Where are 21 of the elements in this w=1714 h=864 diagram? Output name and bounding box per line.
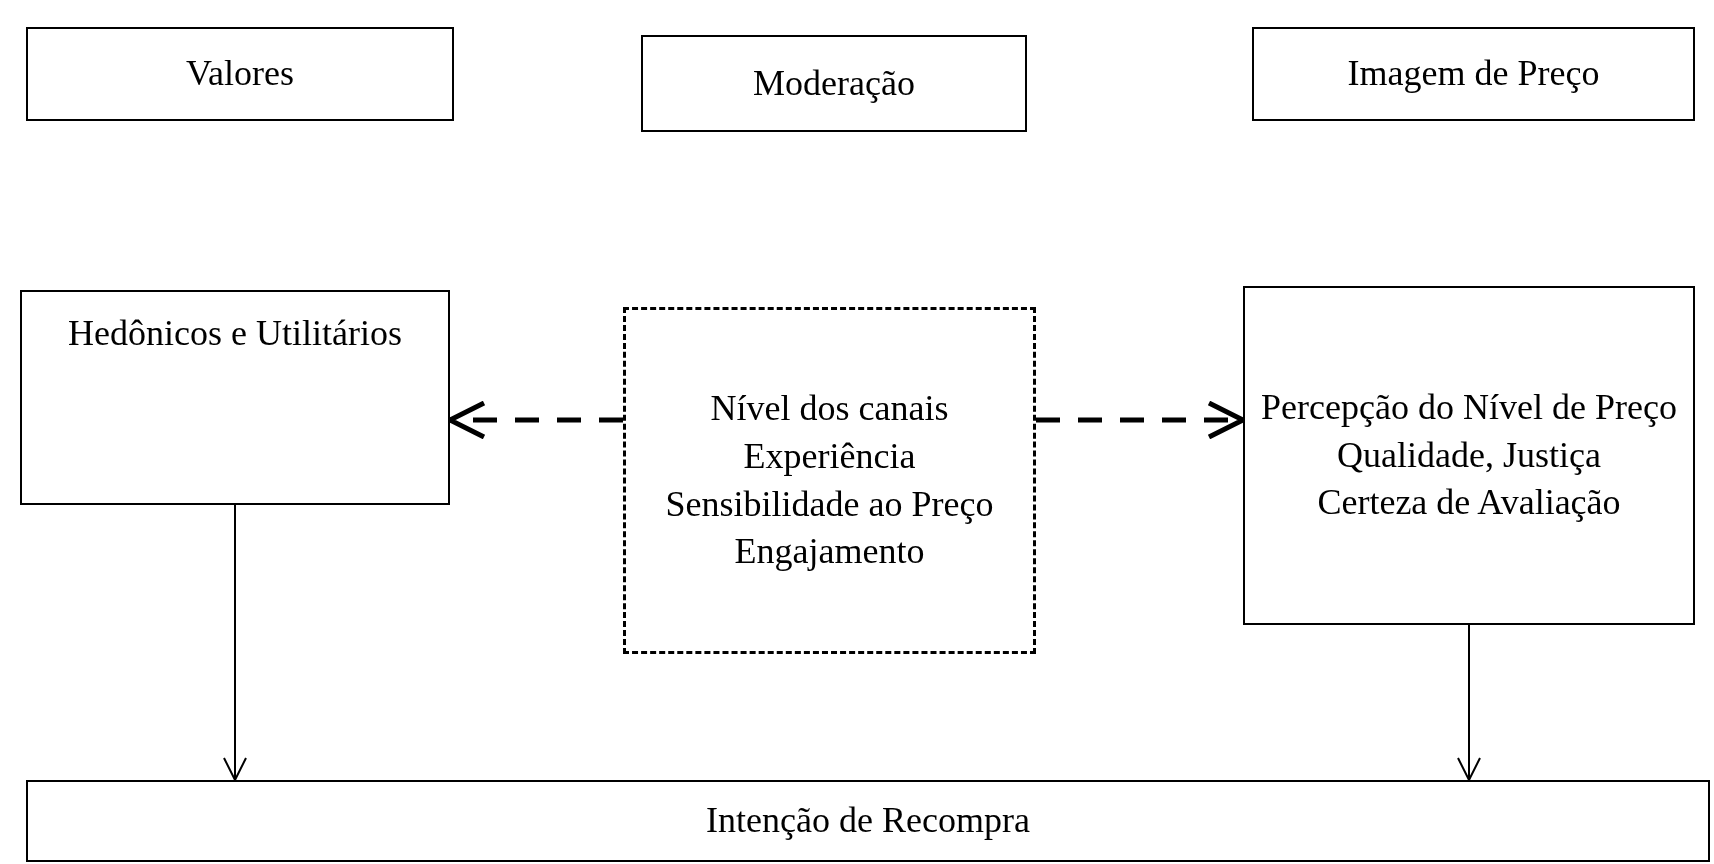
node-text: Nível dos canais — [710, 386, 949, 430]
node-text: Certeza de Avaliação — [1317, 481, 1621, 525]
node-text: Experiência — [743, 434, 916, 478]
process-box — [26, 780, 1710, 862]
node-text: Moderação — [753, 61, 915, 105]
process-box — [20, 290, 450, 505]
node-text: Intenção de Recompra — [706, 799, 1030, 843]
node-text: Sensibilidade ao Preço — [665, 482, 994, 526]
node-text: Imagem de Preço — [1347, 52, 1600, 96]
dashed-box — [623, 307, 1036, 654]
node-text: Percepção do Nível de Preço — [1261, 385, 1677, 429]
arrow — [223, 504, 247, 781]
process-box — [641, 35, 1027, 132]
node-text: Valores — [186, 52, 294, 96]
process-box — [1252, 27, 1695, 121]
node-text: Hedônicos e Utilitários — [68, 312, 402, 355]
process-box — [26, 27, 454, 121]
process-box — [1243, 286, 1695, 625]
node-text: Engajamento — [734, 530, 925, 574]
node-text: Qualidade, Justiça — [1337, 433, 1601, 477]
arrow — [1457, 624, 1481, 781]
